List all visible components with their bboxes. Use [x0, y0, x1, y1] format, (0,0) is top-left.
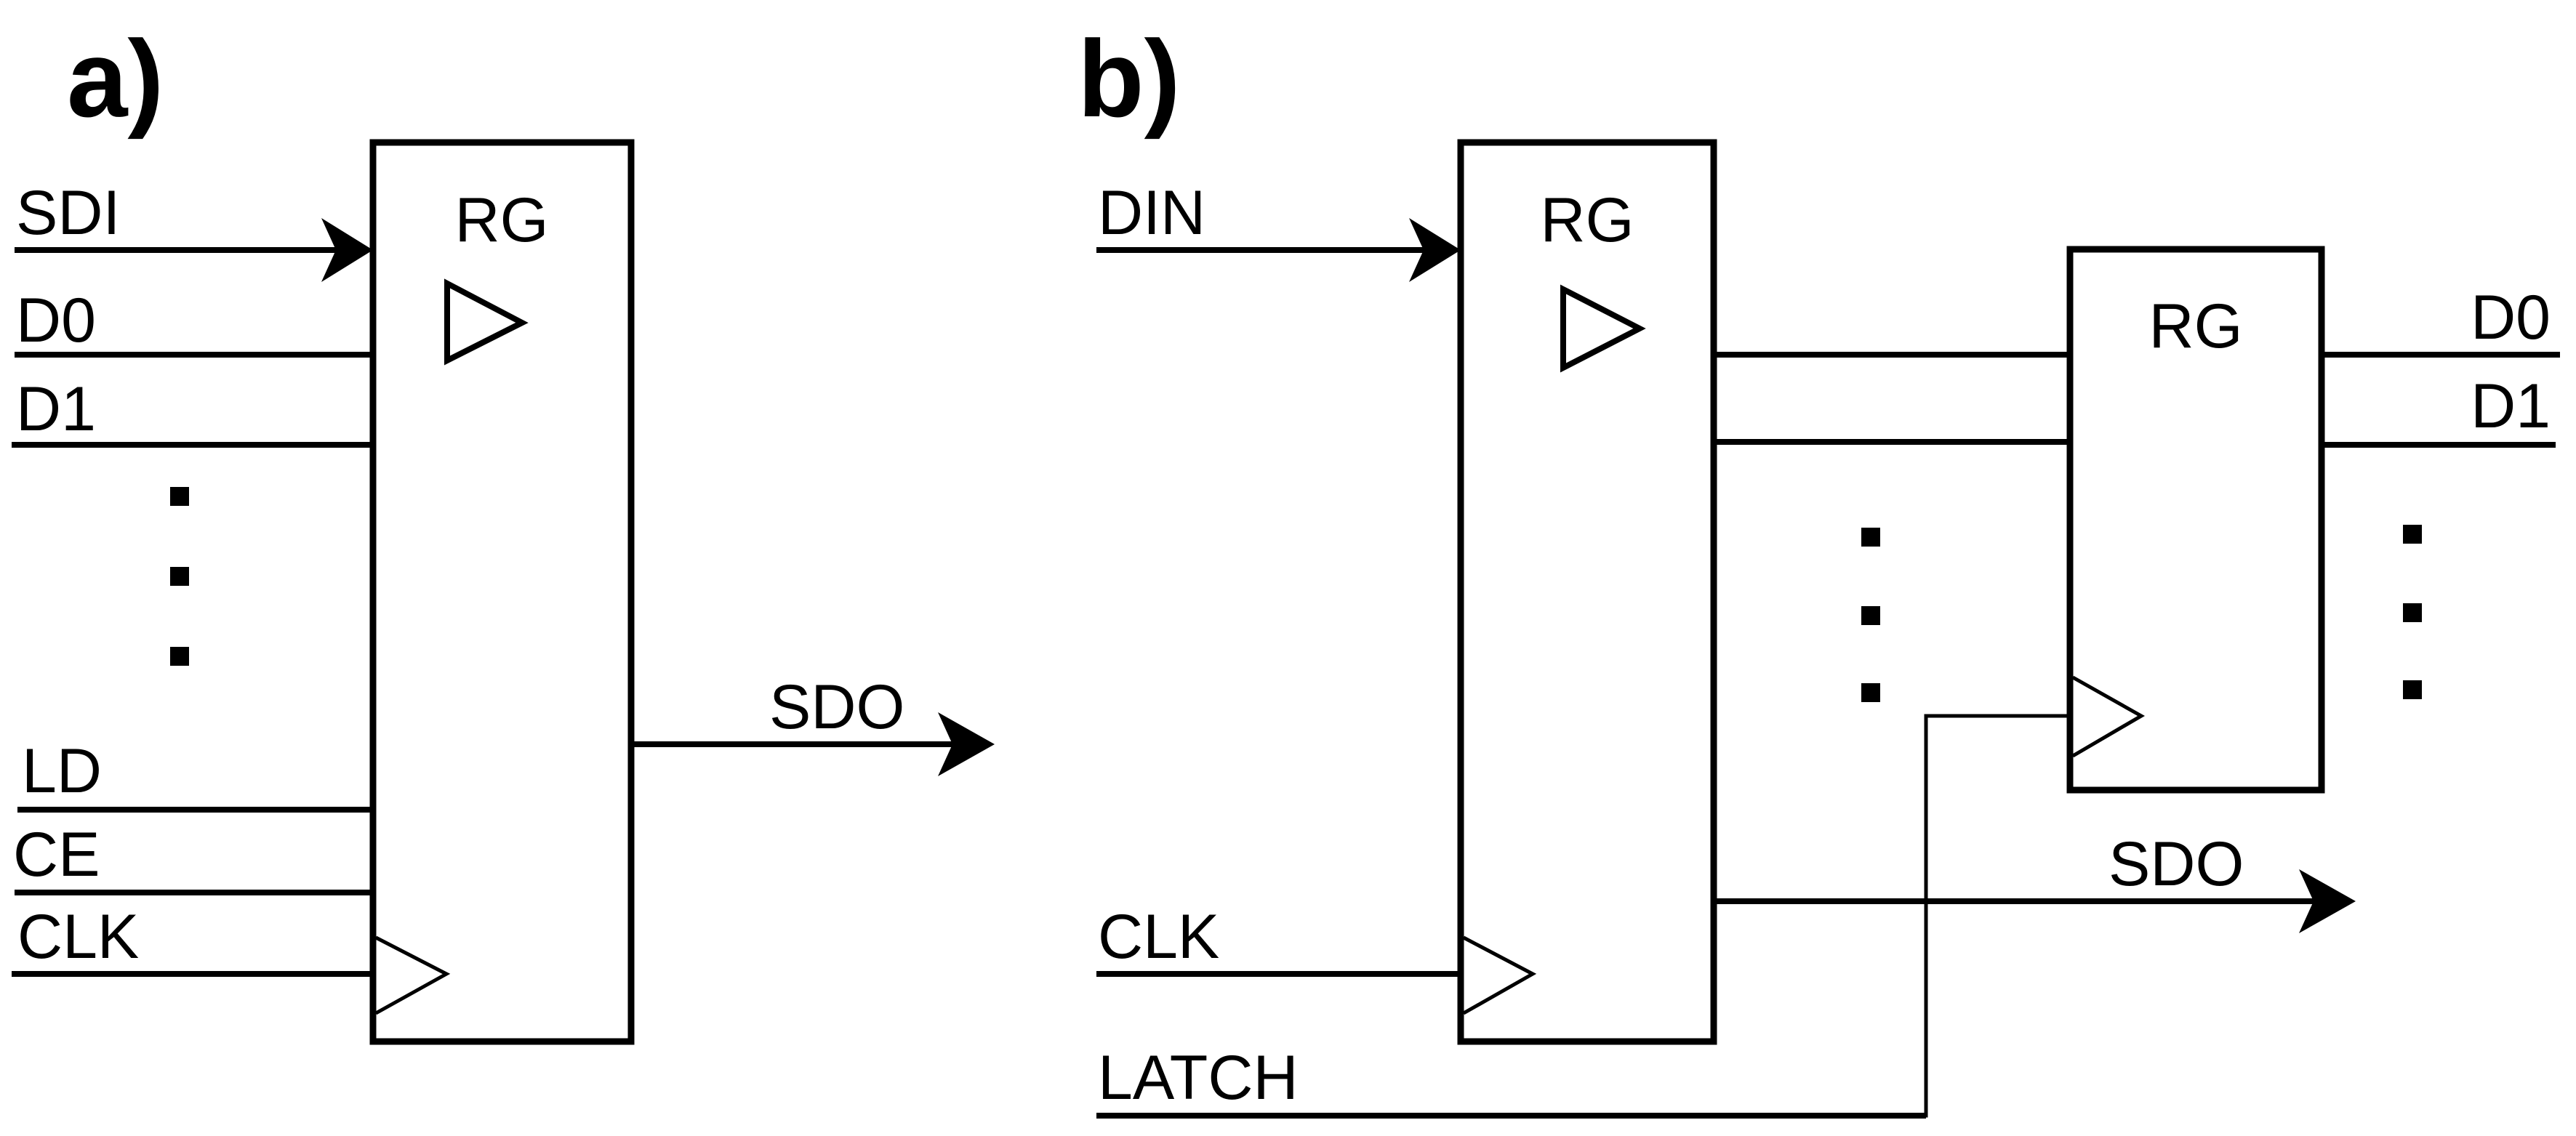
panel-b-label: b) [1078, 17, 1181, 140]
d1-input-label: D1 [16, 374, 96, 444]
panel-a: a) RG SDI D0 D1 LD CE CLK SDO [12, 17, 995, 1045]
clk-b-label: CLK [1098, 902, 1219, 972]
ld-label: LD [22, 736, 102, 806]
sdi-arrow-icon [321, 218, 373, 282]
latch-label: LATCH [1098, 1043, 1299, 1113]
latch-clock-icon [2071, 675, 2146, 758]
ellipsis-dot [1861, 606, 1880, 625]
register-a [369, 139, 635, 1045]
sdo-a-arrow-icon [938, 712, 995, 776]
latch-register-label: RG [2149, 291, 2243, 361]
ellipsis-dot [170, 567, 189, 586]
sdo-b-label: SDO [2108, 829, 2244, 899]
ellipsis-dot [170, 647, 189, 666]
ellipsis-dot [2403, 680, 2422, 699]
register-a-shift-symbol-icon [444, 278, 529, 366]
shift-register [1457, 139, 1717, 1045]
clk-b-clock-icon [1462, 935, 1537, 1015]
ellipsis-dot [1861, 528, 1880, 547]
sdi-label: SDI [16, 178, 120, 248]
clk-a-label: CLK [17, 902, 139, 972]
d0-output-label: D0 [2471, 283, 2551, 353]
d0-input-label: D0 [16, 286, 96, 355]
ellipsis-dot [2403, 525, 2422, 544]
panel-a-label: a) [67, 17, 164, 140]
shift-register-label: RG [1541, 185, 1634, 255]
ellipsis-dot [1861, 683, 1880, 702]
shift-register-shift-symbol-icon [1560, 284, 1646, 373]
sdo-b-arrow-icon [2299, 869, 2356, 933]
clk-a-clock-icon [374, 935, 451, 1015]
ellipsis-dot [170, 487, 189, 506]
din-arrow-icon [1409, 218, 1461, 282]
d1-output-label: D1 [2471, 371, 2551, 441]
ce-label: CE [13, 820, 100, 890]
ellipsis-dot [2403, 603, 2422, 622]
register-a-label: RG [455, 185, 549, 255]
din-label: DIN [1098, 178, 1205, 248]
panel-b: b) RG DIN CLK RG D0 D1 [1078, 17, 2560, 1119]
sdo-a-label: SDO [769, 672, 904, 742]
